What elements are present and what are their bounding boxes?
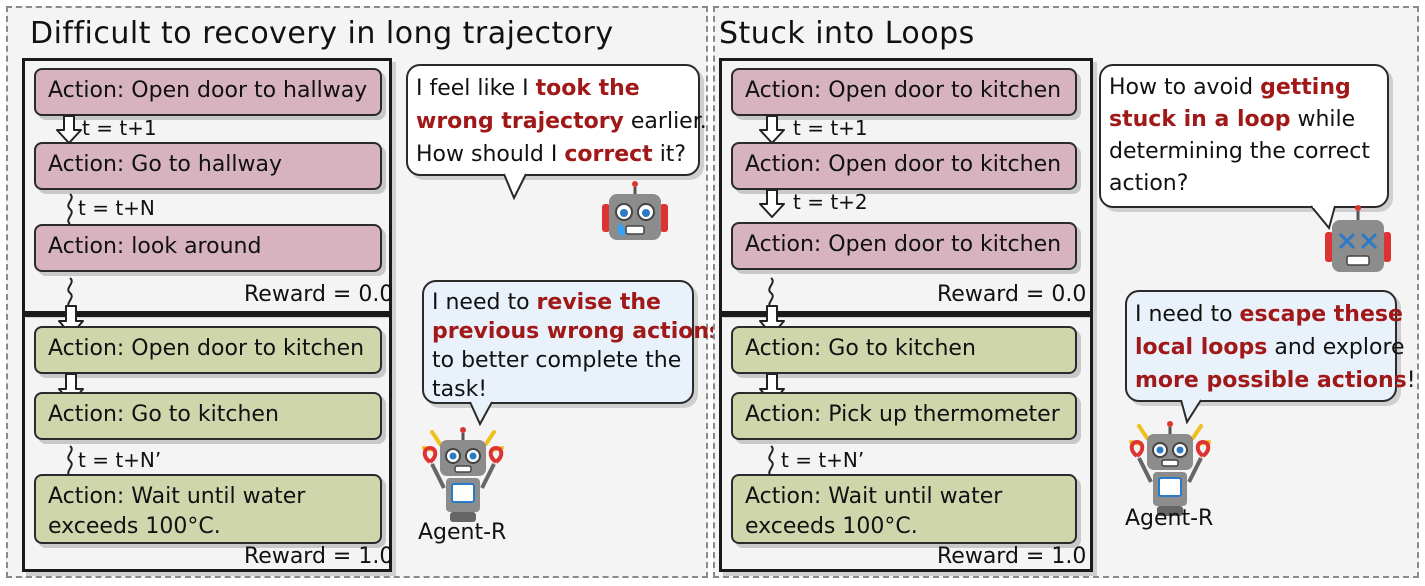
action-box: Action: Go to hallway	[34, 142, 382, 190]
action-box: Action: look around	[34, 224, 382, 272]
action-text-line: Action: Wait until water	[48, 484, 306, 509]
speech-bubble: I need to escape these local loops and e…	[1125, 290, 1416, 402]
bubble-tail-icon	[503, 172, 527, 201]
action-box: Action: Go to kitchen	[34, 392, 382, 440]
squiggle-icon	[67, 277, 73, 309]
agent-label: Agent-R	[418, 520, 507, 545]
dizzy-robot-icon	[1325, 205, 1391, 272]
right-panel-title: Stuck into Loops	[719, 16, 975, 51]
step-label: t = t+N’	[78, 448, 162, 472]
squiggle-icon	[768, 277, 774, 309]
action-box: Action: Open door to hallway	[34, 68, 382, 116]
left-panel-title: Difficult to recovery in long trajectory	[30, 16, 614, 51]
step-label: t = t+2	[793, 190, 868, 214]
step-arrow-icon	[759, 115, 785, 144]
action-box: Action: Open door to kitchen	[34, 326, 382, 374]
action-box: Action: Open door to kitchen	[731, 68, 1077, 116]
step-label: t = t+1	[82, 116, 157, 140]
crying-robot-icon	[602, 181, 668, 240]
successful-trajectory-group	[22, 314, 392, 572]
speech-bubble: I need to revise the previous wrong acti…	[422, 280, 722, 404]
failed-trajectory-group	[22, 58, 392, 314]
step-arrow-icon	[759, 189, 785, 218]
step-arrow-icon	[56, 115, 82, 144]
right-panel: Stuck into Loops Action: Open door to ki…	[713, 6, 1419, 578]
action-box: Action: Go to kitchen	[731, 326, 1077, 374]
speech-bubble: How to avoid getting stuck in a loop whi…	[1099, 64, 1389, 208]
reward-label: Reward = 1.0	[937, 544, 1087, 569]
action-box-final: Action: Wait until water exceeds 100°C.	[731, 474, 1077, 544]
reward-label: Reward = 0.0	[937, 282, 1087, 307]
step-label: t = t+N	[78, 196, 155, 220]
looping-trajectory-group	[719, 58, 1093, 314]
reward-label: Reward = 1.0	[244, 544, 394, 569]
action-box: Action: Pick up thermometer	[731, 392, 1077, 440]
action-text-line: exceeds 100°C.	[48, 514, 221, 539]
successful-trajectory-group	[719, 314, 1093, 572]
action-box-final: Action: Wait until water exceeds 100°C.	[34, 474, 382, 544]
step-label: t = t+1	[793, 116, 868, 140]
speech-bubble: I feel like I took the wrong trajectory …	[406, 64, 707, 176]
action-box: Action: Open door to kitchen	[731, 142, 1077, 190]
squiggle-icon	[67, 193, 73, 225]
bubble-tail-icon	[1180, 398, 1202, 425]
reward-label: Reward = 0.0	[244, 282, 394, 307]
bubble-tail-icon	[469, 400, 493, 427]
action-box: Action: Open door to kitchen	[731, 222, 1077, 270]
left-panel: Difficult to recovery in long trajectory…	[6, 6, 722, 578]
bubble-tail-icon	[1310, 204, 1336, 231]
squiggle-icon	[67, 445, 73, 477]
agent-robot-icon	[422, 427, 504, 522]
action-text-line: Action: Wait until water	[745, 484, 1003, 509]
step-label: t = t+N’	[781, 448, 865, 472]
action-text-line: exceeds 100°C.	[745, 514, 918, 539]
squiggle-icon	[768, 445, 774, 477]
agent-label: Agent-R	[1125, 506, 1214, 531]
agent-robot-icon	[1129, 421, 1211, 516]
